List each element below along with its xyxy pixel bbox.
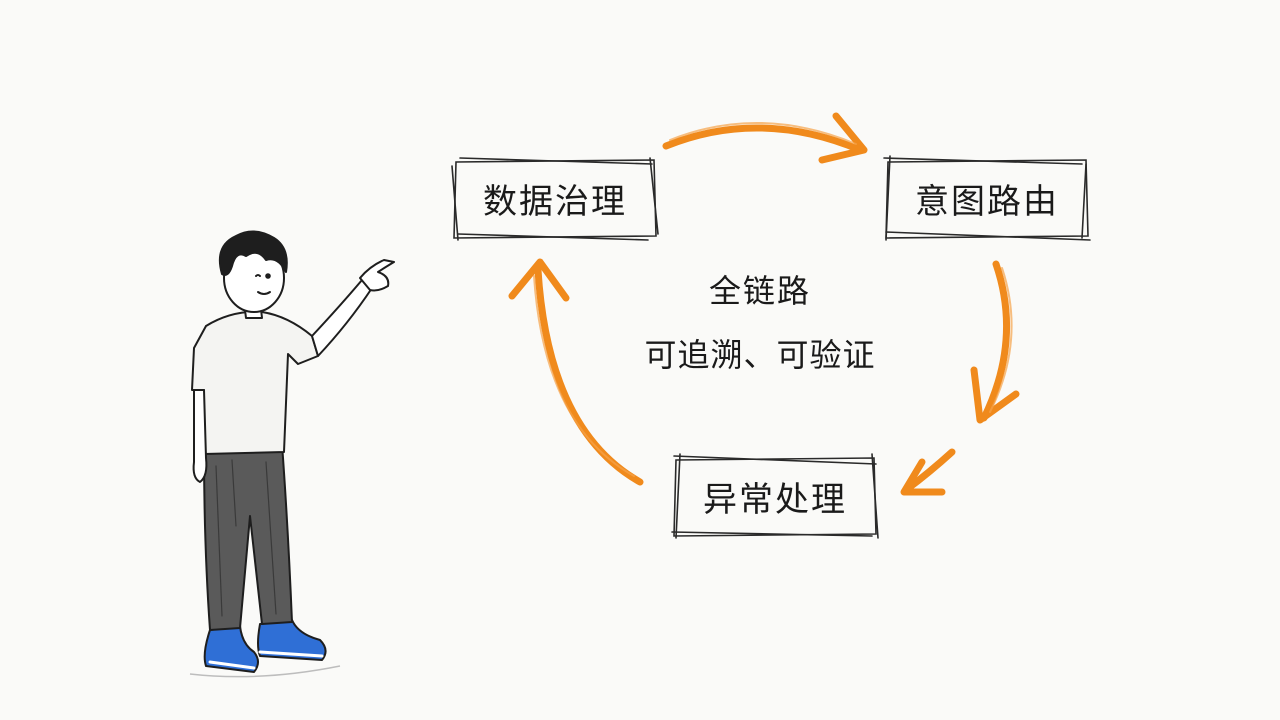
center-title: 全链路 [708,272,811,310]
node-frame [451,157,659,241]
arrowhead-intent-to-exception [970,366,1020,424]
right-arm [311,279,373,357]
arrow-exception-to-data [534,266,644,486]
arrowhead-exception-to-data [508,258,570,302]
right-shoe [257,619,327,661]
arrow-data-to-intent [662,124,864,154]
arrow-intent-to-exception [980,260,1011,422]
node-frame [883,155,1091,241]
node-label: 意图路由 [915,181,1059,222]
pants [203,443,293,631]
node-label: 数据治理 [483,181,627,222]
person-illustration [189,230,395,678]
node-data-governance: 数据治理 [451,156,659,241]
hair [218,230,288,276]
pointing-hand [359,259,395,292]
node-intent-routing: 意图路由 [883,155,1091,241]
node-label: 异常处理 [703,479,847,520]
arrowhead-data-to-intent [818,112,868,164]
node-frame [671,453,879,539]
left-arm [192,389,208,483]
left-shoe [203,625,259,673]
arrowhead-into-exception [900,458,946,496]
center-subtitle: 可追溯、可验证 [644,336,876,374]
node-exception-handling: 异常处理 [671,453,879,539]
shirt [191,310,319,455]
